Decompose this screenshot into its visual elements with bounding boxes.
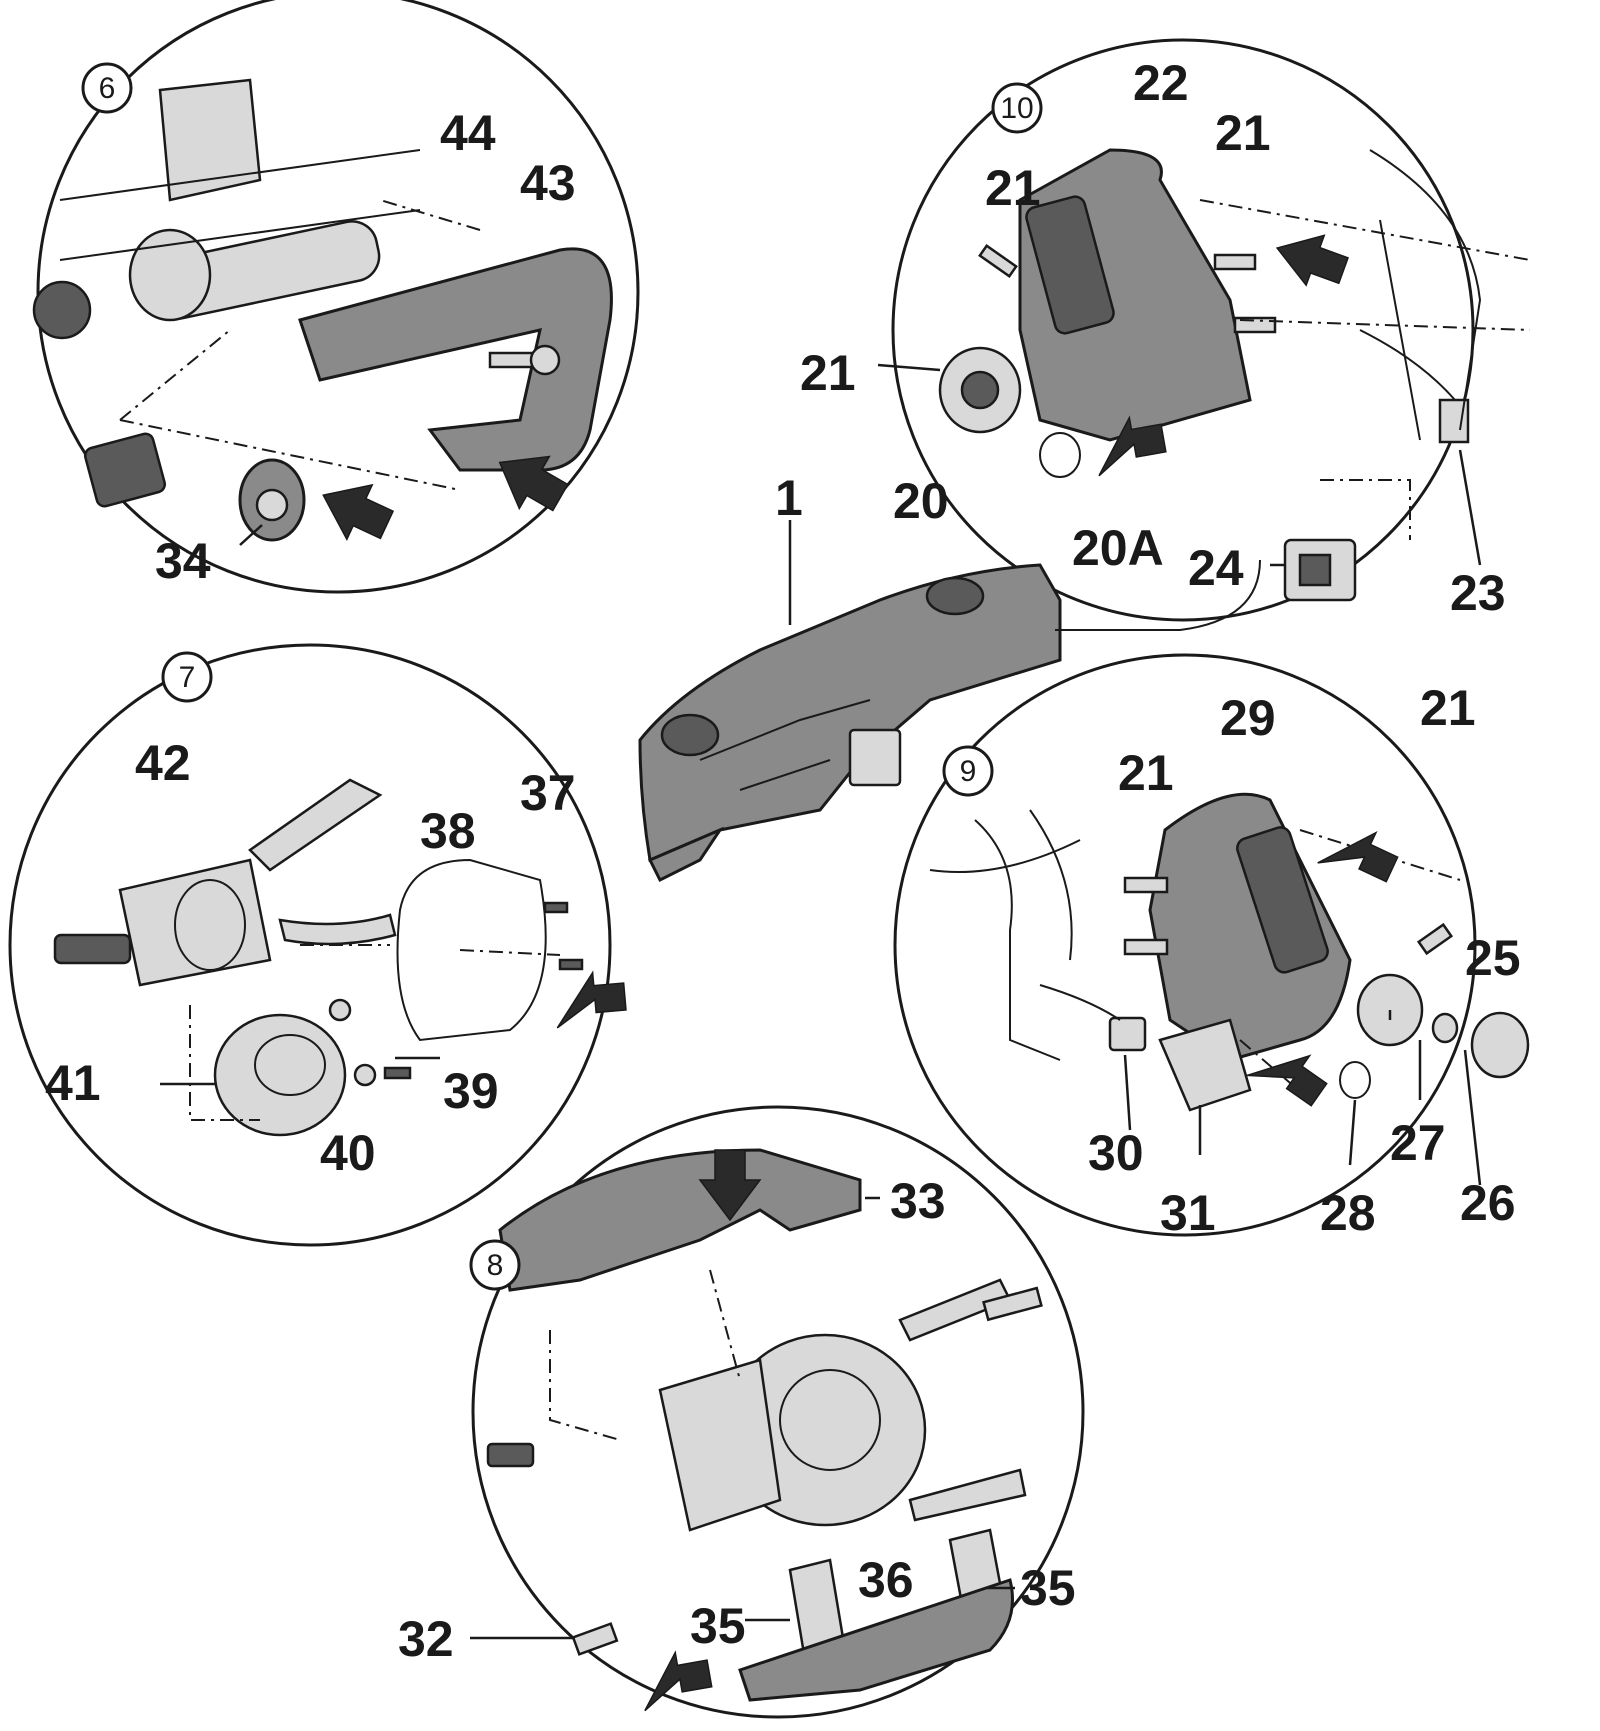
callout-38: 38	[420, 803, 476, 859]
detail-view-10-label: 10	[1000, 92, 1033, 125]
detail-view-9	[893, 653, 1530, 1237]
callout-21-upper-right: 21	[1215, 105, 1271, 161]
detail-view-10	[891, 38, 1531, 622]
dashboard-assembly	[638, 559, 1261, 883]
detail-view-8	[471, 1105, 1085, 1719]
callout-32: 32	[398, 1611, 454, 1667]
callout-30: 30	[1088, 1125, 1144, 1181]
part-callouts: 1 21 20 20A 21 22 21 24 23 44 43 34 42 3…	[45, 55, 1521, 1667]
callout-25: 25	[1465, 930, 1521, 986]
detail-view-ring-labels: 6 10 7 9 8	[81, 62, 1043, 1291]
callout-34: 34	[155, 533, 211, 589]
callout-23: 23	[1450, 565, 1506, 621]
callout-29: 29	[1220, 690, 1276, 746]
callout-35-left: 35	[690, 1598, 746, 1654]
callout-22: 22	[1133, 55, 1189, 111]
detail-view-6	[32, 0, 640, 594]
callout-21-mid: 21	[1118, 745, 1174, 801]
detail-view-7	[8, 643, 627, 1247]
callout-24: 24	[1188, 540, 1244, 596]
callout-1: 1	[775, 470, 803, 526]
callout-40: 40	[320, 1125, 376, 1181]
callout-33: 33	[890, 1173, 946, 1229]
callout-39: 39	[443, 1063, 499, 1119]
callout-31: 31	[1160, 1185, 1216, 1241]
detail-view-7-label: 7	[179, 661, 196, 694]
callout-20: 20	[893, 473, 949, 529]
detail-view-6-label: 6	[99, 72, 116, 105]
callout-36: 36	[858, 1552, 914, 1608]
detail-view-8-label: 8	[487, 1249, 504, 1282]
callout-20a: 20A	[1072, 520, 1164, 576]
callout-43: 43	[520, 155, 576, 211]
callout-35-right: 35	[1020, 1560, 1076, 1616]
callout-41: 41	[45, 1055, 101, 1111]
callout-21-knob: 21	[800, 345, 856, 401]
callout-21-upper-left: 21	[985, 160, 1041, 216]
callout-21-right: 21	[1420, 680, 1476, 736]
callout-37: 37	[520, 765, 576, 821]
callout-26: 26	[1460, 1175, 1516, 1231]
detail-view-9-label: 9	[960, 755, 977, 788]
callout-42: 42	[135, 735, 191, 791]
callout-28: 28	[1320, 1185, 1376, 1241]
callout-27: 27	[1390, 1115, 1446, 1171]
callout-44: 44	[440, 105, 496, 161]
leader-lines	[160, 363, 1482, 1640]
